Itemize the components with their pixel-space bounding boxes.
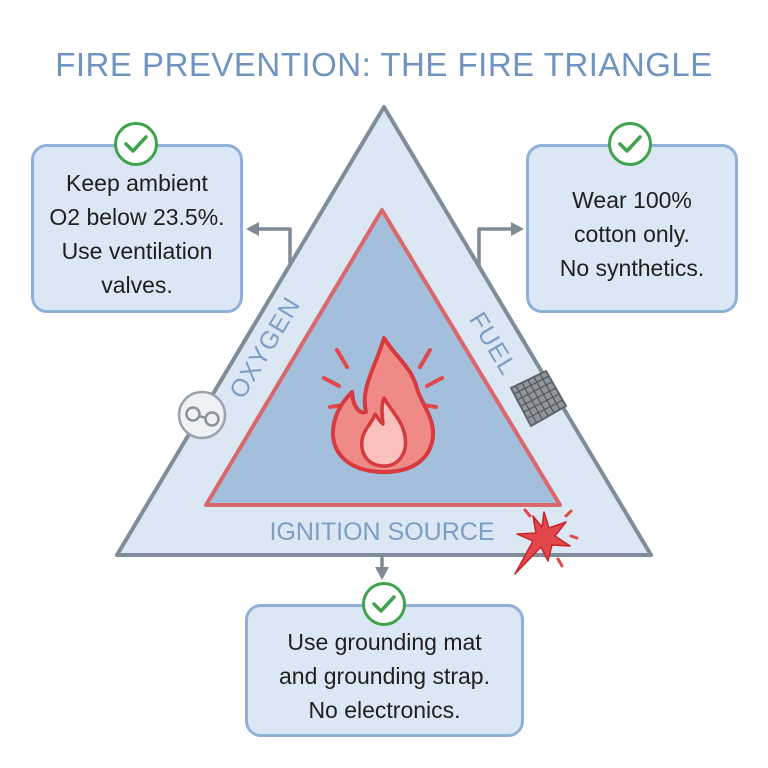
side-label-ignition: IGNITION SOURCE bbox=[269, 518, 494, 546]
oxygen-tip-box: Keep ambient O2 below 23.5%. Use ventila… bbox=[31, 144, 243, 313]
spark-icon bbox=[514, 508, 579, 575]
flame-icon bbox=[322, 336, 444, 474]
checkmark-icon bbox=[362, 582, 406, 626]
connector-oxygen bbox=[258, 227, 292, 268]
oxygen-molecule-icon bbox=[177, 390, 227, 440]
page-title: FIRE PREVENTION: THE FIRE TRIANGLE bbox=[55, 46, 713, 83]
arrowhead-ignition bbox=[375, 567, 389, 580]
oxygen-tip-text: Keep ambient O2 below 23.5%. Use ventila… bbox=[49, 169, 225, 298]
checkmark-icon bbox=[608, 122, 652, 166]
arrowhead-fuel bbox=[511, 222, 524, 236]
fabric-swatch-icon bbox=[509, 369, 568, 428]
fuel-tip-text: Wear 100% cotton only. No synthetics. bbox=[559, 186, 705, 281]
fuel-tip-box: Wear 100% cotton only. No synthetics. bbox=[526, 144, 738, 313]
connector-fuel bbox=[477, 227, 512, 268]
ignition-tip-box: Use grounding mat and grounding strap. N… bbox=[245, 604, 524, 737]
checkmark-icon bbox=[114, 122, 158, 166]
ignition-tip-text: Use grounding mat and grounding strap. N… bbox=[279, 628, 490, 723]
arrowhead-oxygen bbox=[246, 222, 259, 236]
